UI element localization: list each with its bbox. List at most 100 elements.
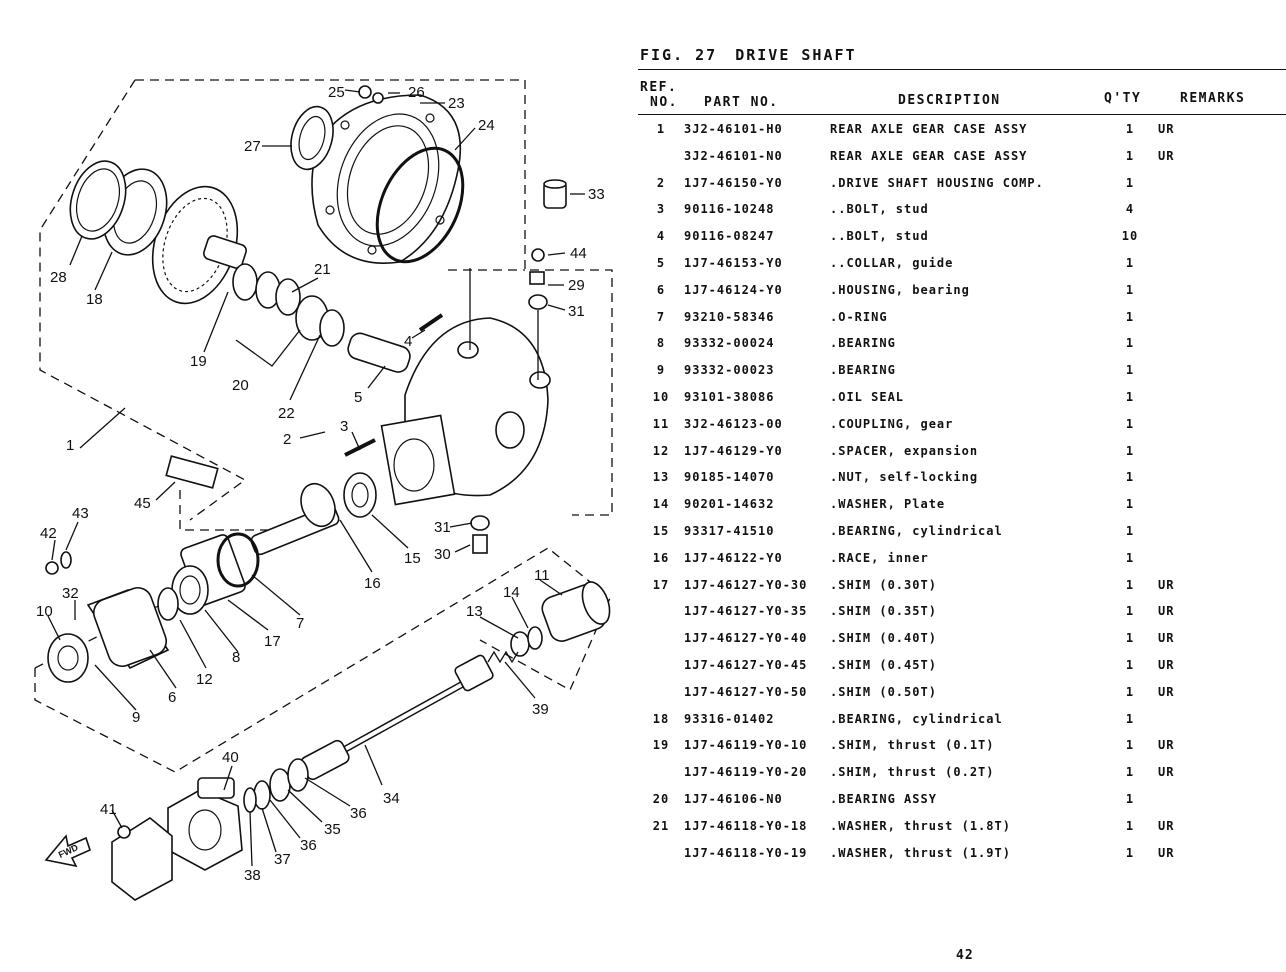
gear-case-cover-part [311,94,462,264]
callout-31b: 31 [434,519,451,536]
part-number: 1J7-46119-Y0-20 [684,765,808,780]
quantity: 1 [1125,256,1135,270]
quantity: 1 [1125,390,1135,404]
parts-row: 13 90185-14070 .NUT, self-locking 1 [640,470,1280,496]
remarks: UR [1158,631,1175,646]
description: .DRIVE SHAFT HOUSING COMP. [830,175,1044,190]
snap-ring-part [253,780,271,810]
housing-o-ring-part [216,532,260,588]
quantity: 1 [1125,470,1135,485]
quantity: 10 [1121,229,1139,244]
quantity: 1 [1125,175,1135,190]
description: ..COLLAR, guide [830,256,954,270]
quantity: 1 [1125,765,1135,780]
seal-part [69,160,127,240]
description: .BEARING, cylindrical [830,524,1003,538]
part-number: 1J7-46127-Y0-45 [684,658,808,672]
quantity: 1 [1125,738,1135,753]
ref-no: 3 [656,202,666,217]
leader-lines [47,89,585,867]
callout-28: 28 [50,269,67,286]
callout-17: 17 [264,633,281,650]
part-number: 3J2-46101-N0 [684,148,783,163]
quantity: 1 [1125,309,1135,324]
part-number: 90201-14632 [684,497,775,512]
oil-seal-10-part [47,633,89,683]
quantity: 1 [1125,604,1135,619]
part-number: 3J2-46101-H0 [684,122,783,136]
part-number: 1J7-46129-Y0 [684,443,783,458]
part-number: 93332-00024 [684,336,775,351]
remarks: UR [1158,122,1175,136]
stud-bolt-part [418,313,444,332]
quantity: 1 [1125,336,1135,351]
part-number: 90185-14070 [684,470,775,485]
ref-no: 13 [652,470,670,485]
callout-30: 30 [434,546,451,563]
ring-gear-part [151,185,247,305]
callout-40: 40 [222,749,239,766]
callout-numbers: 25 26 23 24 27 33 44 29 31 28 18 21 19 2… [36,84,605,884]
header-ref-line2: NO. [650,95,678,110]
ref-no: 2 [656,175,666,190]
quantity: 1 [1125,443,1135,458]
title-divider [638,69,1286,70]
callout-44: 44 [570,245,587,262]
ref-no: 18 [652,711,670,726]
description: .COUPLING, gear [830,416,954,431]
description: .BEARING [830,336,896,351]
callout-41: 41 [100,801,117,818]
part-number: 1J7-46124-Y0 [684,282,783,297]
callout-25: 25 [328,84,345,101]
parts-row: 8 93332-00024 .BEARING 1 [640,336,1280,362]
remarks: UR [1158,845,1175,860]
header-divider [638,114,1286,115]
quantity: 1 [1125,524,1135,538]
ref-no: 8 [656,336,666,351]
ref-no: 7 [656,309,666,324]
callout-42: 42 [40,525,57,542]
callout-6: 6 [168,689,176,706]
callout-7: 7 [296,615,304,632]
description: .NUT, self-locking [830,470,979,485]
remarks: UR [1158,738,1175,753]
callout-33: 33 [588,186,605,203]
header-qty: Q'TY [1104,91,1142,106]
page-number: 42 [956,948,974,963]
figure-label: FIG. 27 [640,46,718,64]
remarks: UR [1158,818,1175,833]
description: .BEARING, cylindrical [830,711,1003,726]
ref-no: 6 [656,282,666,297]
callout-34: 34 [383,790,400,807]
description: .SHIM (0.40T) [830,631,937,646]
description: .BEARING ASSY [830,792,937,806]
quantity: 1 [1125,550,1135,565]
remarks: UR [1158,765,1175,780]
description: .OIL SEAL [830,390,905,404]
header-ref-line1: REF. [640,80,678,95]
quantity: 1 [1125,792,1135,806]
quantity: 1 [1125,818,1135,833]
callout-14: 14 [503,584,520,601]
part-number: 1J7-46127-Y0-50 [684,684,808,699]
description: .SHIM (0.35T) [830,604,937,619]
description: .SHIM (0.50T) [830,684,937,699]
callout-10: 10 [36,603,53,620]
callout-43: 43 [72,505,89,522]
label-plate-part [165,455,219,489]
quantity: 1 [1125,684,1135,699]
